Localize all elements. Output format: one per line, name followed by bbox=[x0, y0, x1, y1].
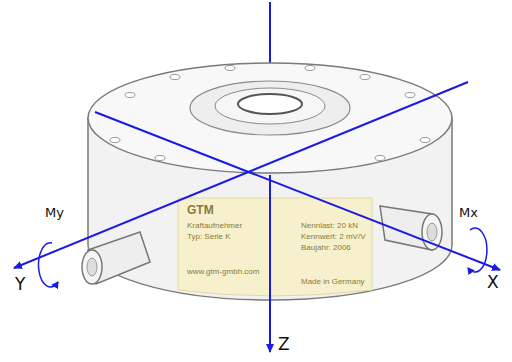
y-axis bbox=[14, 82, 468, 268]
left-connector bbox=[82, 232, 150, 284]
nameplate-text: Typ: Serie K bbox=[186, 233, 232, 241]
nameplate-text: GTM bbox=[186, 204, 215, 216]
x-axis bbox=[95, 112, 500, 270]
center-hole bbox=[238, 94, 302, 114]
nameplate-text: Baujahr: 2006 bbox=[300, 244, 352, 252]
moment-label: My bbox=[44, 206, 65, 219]
axis-label: X bbox=[486, 274, 500, 291]
nameplate bbox=[178, 198, 372, 296]
moment-label: Mx bbox=[458, 206, 479, 219]
nameplate-text: Kennwert: 2 mV/V bbox=[300, 233, 366, 241]
z-axis bbox=[269, 175, 271, 352]
load-ring-inner bbox=[215, 88, 325, 124]
axis-label: Y bbox=[14, 276, 26, 293]
housing-top bbox=[88, 63, 452, 173]
nameplate-text: Made in Germany bbox=[300, 278, 366, 286]
axis-label: Z bbox=[277, 336, 291, 353]
nameplate-text: Kraftaufnehmer bbox=[186, 222, 243, 230]
nameplate-text: Nennlast: 20 kN bbox=[300, 222, 359, 230]
load-ring bbox=[190, 81, 350, 135]
moment-arrow-x bbox=[468, 228, 487, 272]
bolt-holes bbox=[110, 66, 430, 161]
moment-arrow-y bbox=[38, 243, 58, 287]
nameplate-text: www.gtm-gmbh.com bbox=[186, 268, 260, 276]
